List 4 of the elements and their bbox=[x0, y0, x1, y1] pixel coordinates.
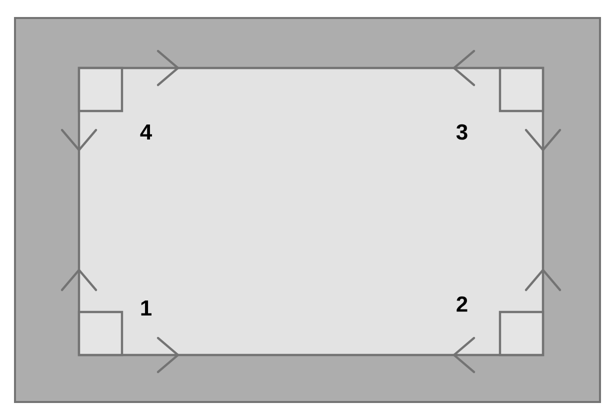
vertex-label: 3 bbox=[456, 124, 468, 140]
vertex-label: 1 bbox=[141, 300, 152, 316]
vertex-label: 2 bbox=[456, 296, 468, 312]
vertex-label: 4 bbox=[140, 124, 152, 140]
